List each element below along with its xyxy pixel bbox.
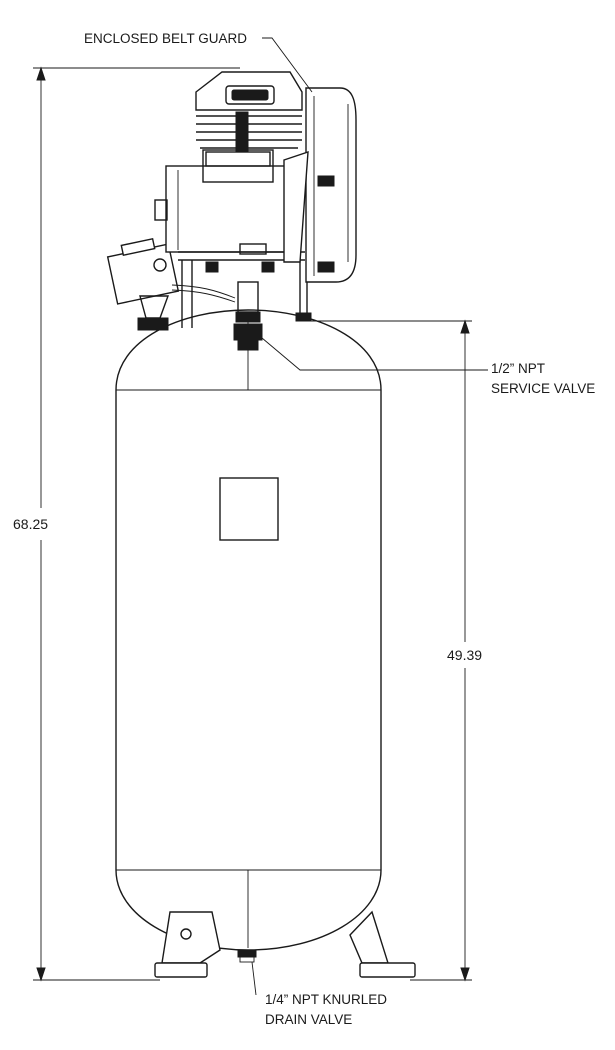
tank-height-label: 49.39: [447, 647, 482, 663]
motor-assembly: [154, 149, 312, 328]
tank-feet: [154, 910, 416, 978]
belt-guard-callout: ENCLOSED BELT GUARD: [84, 31, 313, 93]
tank-label-plate: [219, 477, 279, 541]
tank-height-dimension: 49.39: [300, 319, 482, 982]
service-valve: 1/2” NPT SERVICE VALVE: [233, 281, 595, 396]
belt-guard-label: ENCLOSED BELT GUARD: [84, 31, 247, 46]
overall-height-label: 68.25: [13, 516, 48, 532]
drain-valve-label-line1: 1/4” NPT KNURLED: [265, 992, 387, 1007]
overall-height-dimension: 68.25: [13, 66, 240, 982]
service-valve-label-line1: 1/2” NPT: [491, 361, 545, 376]
pressure-switch: [106, 237, 236, 331]
air-tank: [115, 309, 382, 951]
service-valve-label-line2: SERVICE VALVE: [491, 381, 595, 396]
drain-valve: 1/4” NPT KNURLED DRAIN VALVE: [237, 949, 387, 1027]
pump-head: [195, 71, 303, 167]
belt-guard: [283, 87, 357, 283]
drain-valve-label-line2: DRAIN VALVE: [265, 1012, 352, 1027]
